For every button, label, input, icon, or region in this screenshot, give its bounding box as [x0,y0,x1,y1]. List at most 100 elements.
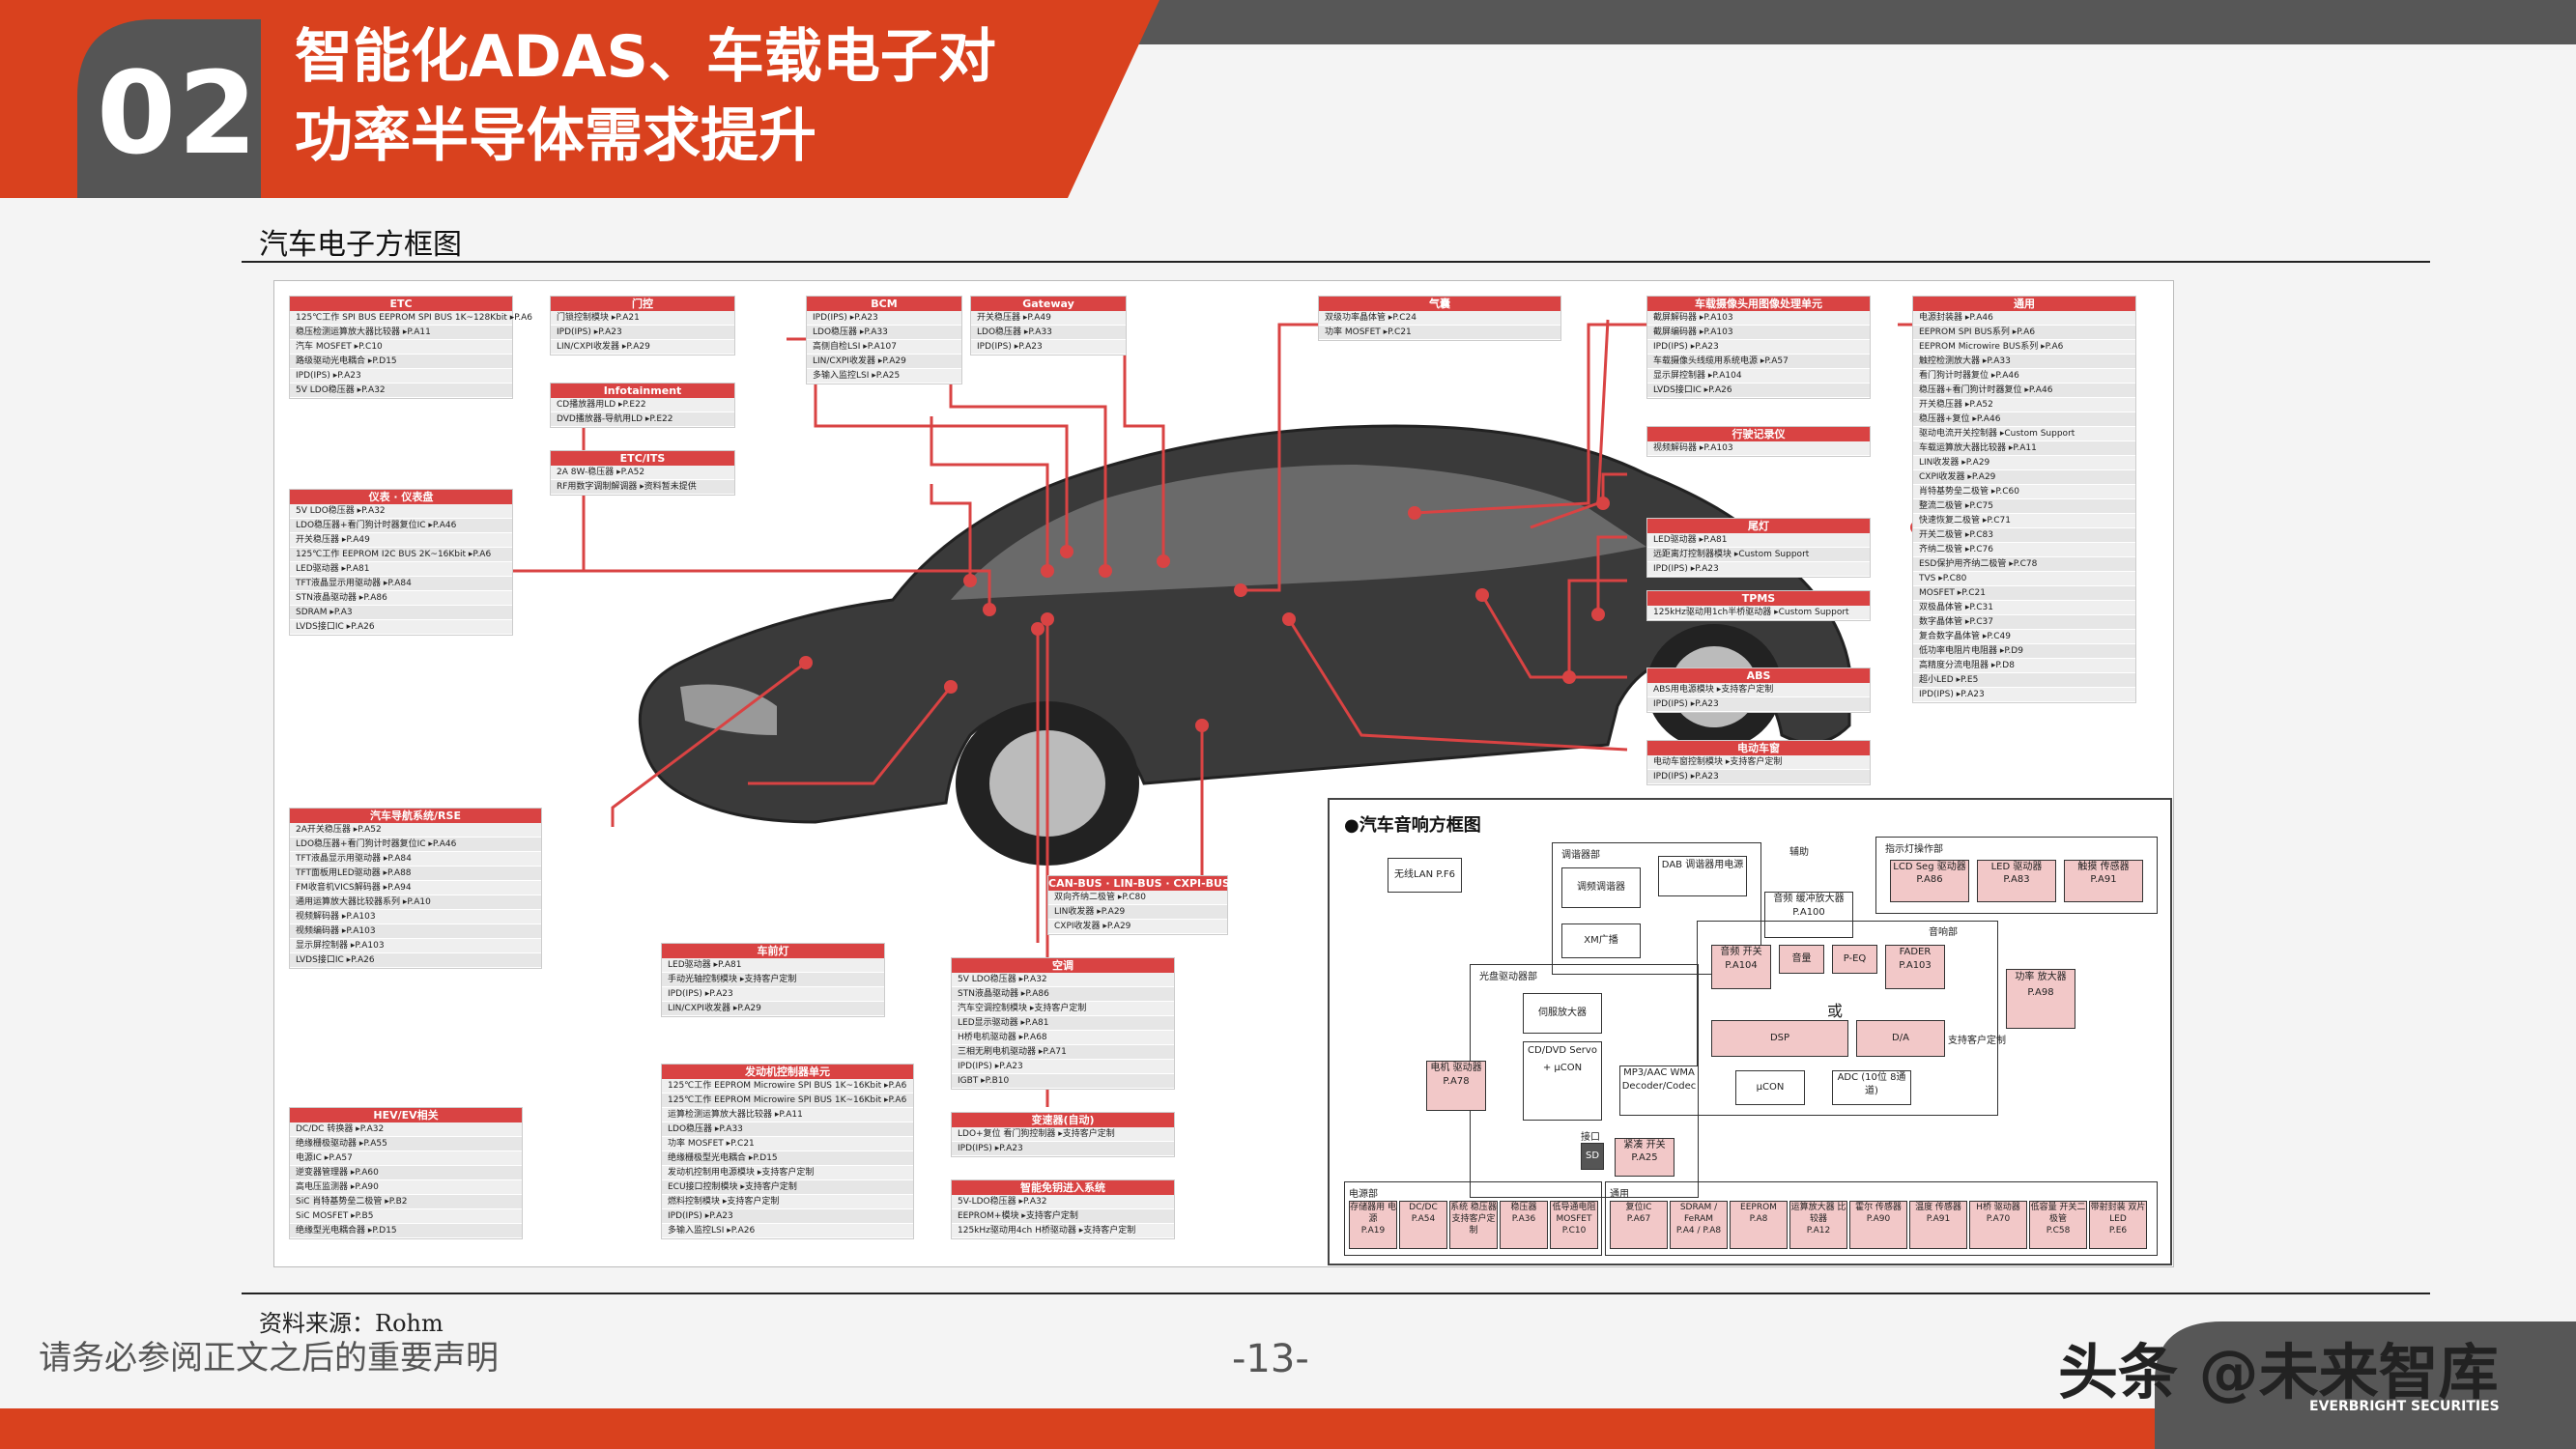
component-box-title: ETC [290,297,512,311]
component-box-title: ETC/ITS [551,451,734,466]
component-row: 5V LDO稳压器 ▸P.A32 [290,504,512,519]
source-note: 资料来源：Rohm [259,1310,444,1337]
brand-subtitle: EVERBRIGHT SECURITIES [2309,1399,2500,1414]
adc-block: ADC (10位 8通道) [1832,1070,1911,1105]
audio-group-region [1697,921,1998,1116]
component-row: 2A开关稳压器 ▸P.A52 [290,823,541,838]
component-row: DVD播放器-导航用LD ▸P.E22 [551,412,734,427]
component-row: 复合数字晶体管 ▸P.C49 [1913,630,2135,644]
component-box-title: 尾灯 [1647,519,1870,533]
tuner-group-region [1552,842,1761,975]
component-row: LDO稳压器+看门狗计时器复位IC ▸P.A46 [290,519,512,533]
power-item-label: DC/DC [1409,1203,1438,1212]
general-item-ref: P.A91 [1926,1214,1951,1224]
general-item-label: 霍尔 传感器 [1855,1203,1902,1212]
component-box-title: 车前灯 [662,944,884,958]
power-item-block: 系统 稳压器支持客户定制 [1449,1201,1498,1249]
component-row: 显示屏控制器 ▸P.A104 [1647,369,1870,384]
component-row: IPD(IPS) ▸P.A23 [952,1142,1174,1156]
component-row: 125kHz驱动用4ch H桥驱动器 ▸支持客户定制 [952,1224,1174,1238]
component-row: IPD(IPS) ▸P.A23 [1647,770,1870,784]
or-label: 或 [1827,1002,1844,1020]
component-row: LDO稳压器 ▸P.A33 [971,326,1126,340]
component-row: IPD(IPS) ▸P.A23 [1647,697,1870,712]
power-item-block: 稳压器 P.A36 [1500,1201,1548,1249]
volume-block: 音量 [1779,945,1824,974]
watermark: 头条 @未来智库 [2058,1337,2499,1407]
component-row: 逆变器管理器 ▸P.A60 [290,1166,522,1180]
component-box-title: ABS [1647,668,1870,683]
component-row: ESD保护用齐纳二极管 ▸P.C78 [1913,557,2135,572]
cd-servo-block: CD/DVD Servo + μCON [1523,1041,1602,1121]
component-row: 通用运算放大器比较器系列 ▸P.A10 [290,895,541,910]
general-item-label: EEPROM [1740,1203,1777,1212]
component-row: SDRAM ▸P.A3 [290,606,512,620]
power-item-label: 稳压器 [1510,1203,1537,1212]
component-box-title: BCM [807,297,961,311]
component-row: EEPROM Microwire BUS系列 ▸P.A6 [1913,340,2135,355]
component-row: 手动光轴控制模块 ▸支持客户定制 [662,973,884,987]
power-item-ref: P.C10 [1561,1226,1587,1236]
component-row: 远距离灯控制器模块 ▸Custom Support [1647,548,1870,562]
component-row: TFT液晶显示用驱动器 ▸P.A84 [290,852,541,867]
fm-tuner-block: 调频调谐器 [1561,867,1641,908]
component-row: SiC 肖特基势垒二极管 ▸P.B2 [290,1195,522,1209]
component-box-title: HEV/EV相关 [290,1108,522,1122]
disclaimer: 请务必参阅正文之后的重要声明 [39,1339,499,1378]
component-row: 驱动电流开关控制器 ▸Custom Support [1913,427,2135,441]
component-row: 开关稳压器 ▸P.A49 [290,533,512,548]
component-row: TVS ▸P.C80 [1913,572,2135,586]
component-row: 5V LDO稳压器 ▸P.A32 [952,973,1174,987]
component-row: IPD(IPS) ▸P.A23 [807,311,961,326]
component-row: IPD(IPS) ▸P.A23 [1647,562,1870,577]
component-row: LED驱动器 ▸P.A81 [662,958,884,973]
component-row: 高精度分流电阻器 ▸P.D8 [1913,659,2135,673]
component-row: 高侧自检LSI ▸P.A107 [807,340,961,355]
header-band: 02 智能化ADAS、车载电子对 功率半导体需求提升 [0,0,2576,203]
component-row: IPD(IPS) ▸P.A23 [551,326,734,340]
component-row: 视频解码器 ▸P.A103 [290,910,541,924]
component-row: 视频解码器 ▸P.A103 [1647,441,1870,456]
component-row: 多输入监控LSI ▸P.A25 [807,369,961,384]
component-row: IPD(IPS) ▸P.A23 [971,340,1126,355]
page-title: 智能化ADAS、车载电子对 功率半导体需求提升 [295,17,996,176]
component-row: LED驱动器 ▸P.A81 [1647,533,1870,548]
component-row: CXPI收发器 ▸P.A29 [1048,920,1227,934]
component-box-title: Gateway [971,297,1126,311]
power-item-ref: P.A54 [1411,1214,1436,1224]
title-line-2: 功率半导体需求提升 [295,102,816,170]
component-row: 齐纳二极管 ▸P.C76 [1913,543,2135,557]
component-row: 绝缘型光电耦合器 ▸P.D15 [290,1224,522,1238]
component-row: 数字晶体管 ▸P.C37 [1913,615,2135,630]
component-row: 125℃工作 EEPROM I2C BUS 2K~16Kbit ▸P.A6 [290,548,512,562]
component-row: H桥电机驱动器 ▸P.A68 [952,1031,1174,1045]
indicator-group-region [1875,837,2158,914]
power-item-ref: P.A36 [1511,1214,1536,1224]
component-row: IPD(IPS) ▸P.A23 [1647,340,1870,355]
component-row: LVDS接口IC ▸P.A26 [290,620,512,635]
general-item-label: 带射封装 双片LED [2090,1203,2146,1224]
component-box-title: 智能免钥进入系统 [952,1180,1174,1195]
component-row: LVDS接口IC ▸P.A26 [1647,384,1870,398]
component-row: 功率 MOSFET ▸P.C21 [662,1137,913,1151]
xm-radio-block: XM广播 [1561,923,1641,958]
power-item-block: DC/DC P.A54 [1399,1201,1447,1249]
component-row: LDO稳压器+看门狗计时器复位IC ▸P.A46 [290,838,541,852]
general-item-ref: P.E6 [2108,1226,2128,1236]
ucon-block: μCON [1735,1070,1805,1105]
